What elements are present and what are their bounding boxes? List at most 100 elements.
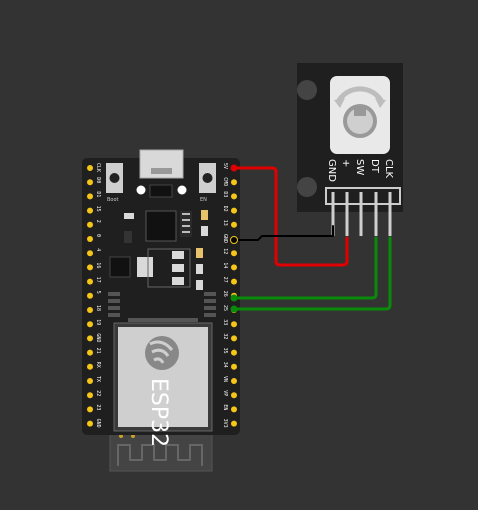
right-pin-pad[interactable] bbox=[231, 349, 237, 356]
right-pin-pad[interactable] bbox=[231, 406, 237, 413]
right-pin-label: 35 bbox=[222, 348, 228, 354]
left-pin-pad[interactable] bbox=[87, 406, 93, 413]
right-pin-pad[interactable] bbox=[231, 420, 237, 427]
smd-part bbox=[182, 225, 190, 227]
left-pin-label: 0 bbox=[95, 234, 101, 237]
right-pin-pad[interactable] bbox=[231, 278, 237, 285]
smd-part bbox=[201, 226, 208, 236]
wire-end-gnd bbox=[230, 236, 238, 244]
en-button[interactable] bbox=[202, 173, 213, 183]
module-castellation bbox=[204, 306, 216, 310]
left-pin-pad[interactable] bbox=[87, 392, 93, 399]
encoder-pin-label: CLK bbox=[383, 159, 394, 179]
right-pin-label: 25 bbox=[222, 305, 228, 311]
shaft-flat bbox=[354, 108, 366, 116]
right-pin-pad[interactable] bbox=[231, 363, 237, 370]
usb-uart-chip bbox=[149, 184, 173, 198]
encoder-pin-label: DT bbox=[369, 159, 380, 174]
right-pin-pad[interactable] bbox=[231, 335, 237, 342]
left-pin-pad[interactable] bbox=[87, 307, 93, 313]
right-pin-pad[interactable] bbox=[231, 392, 237, 399]
right-pin-pad[interactable] bbox=[231, 207, 237, 214]
left-pin-label: D0 bbox=[95, 177, 101, 183]
mounting-hole bbox=[297, 177, 317, 197]
wires bbox=[230, 164, 392, 313]
left-pin-label: 17 bbox=[95, 277, 101, 283]
left-pin-pad[interactable] bbox=[87, 165, 93, 171]
left-pin-label: 22 bbox=[95, 390, 101, 396]
right-pin-pad[interactable] bbox=[231, 321, 237, 328]
encoder-pin-leg[interactable] bbox=[374, 192, 378, 236]
encoder-pin-label: GND bbox=[326, 159, 337, 182]
right-pin-label: 14 bbox=[222, 262, 228, 268]
mounting-hole bbox=[297, 80, 317, 100]
left-pin-pad[interactable] bbox=[87, 193, 93, 200]
left-pin-pad[interactable] bbox=[87, 236, 93, 242]
smd-part bbox=[196, 248, 203, 258]
smd-part bbox=[172, 251, 184, 259]
module-castellation bbox=[108, 292, 120, 296]
left-pin-pad[interactable] bbox=[87, 278, 93, 285]
encoder-pin-leg[interactable] bbox=[331, 192, 335, 236]
right-pin-label: D3 bbox=[222, 191, 228, 197]
smd-part bbox=[196, 264, 203, 274]
left-pin-pad[interactable] bbox=[87, 363, 93, 370]
left-pin-pad[interactable] bbox=[87, 292, 93, 299]
right-pin-pad[interactable] bbox=[231, 221, 237, 228]
left-pin-pad[interactable] bbox=[87, 420, 93, 427]
wire-26-to-dt[interactable] bbox=[232, 236, 378, 300]
left-pin-pad[interactable] bbox=[87, 321, 93, 328]
mounting-hole bbox=[177, 185, 187, 195]
encoder-pin-leg[interactable] bbox=[345, 192, 349, 236]
usb-bridge-chip bbox=[145, 210, 177, 242]
right-pin-pad[interactable] bbox=[231, 193, 237, 200]
component-outline bbox=[147, 248, 191, 288]
wire-end-5v bbox=[230, 164, 238, 172]
right-pin-label: 26 bbox=[222, 291, 228, 297]
left-pin-label: 16 bbox=[95, 262, 101, 268]
left-pin-label: CLK bbox=[95, 163, 101, 172]
left-pin-label: 15 bbox=[95, 206, 101, 212]
wire-end-25 bbox=[230, 305, 238, 313]
chip-label: ESP32 bbox=[146, 378, 171, 447]
left-pin-pad[interactable] bbox=[87, 207, 93, 214]
left-pin-pad[interactable] bbox=[87, 221, 93, 228]
left-pin-label: 21 bbox=[95, 348, 101, 354]
left-pin-label: GND bbox=[95, 333, 101, 342]
left-pin-pad[interactable] bbox=[87, 335, 93, 342]
right-pin-pad[interactable] bbox=[231, 264, 237, 271]
right-pin-pad[interactable] bbox=[231, 179, 237, 186]
wire-gnd-to-gnd[interactable] bbox=[233, 225, 334, 241]
boot-label: Boot bbox=[107, 197, 119, 203]
right-pin-label: CMD bbox=[222, 177, 228, 186]
wire-5v-to-plus[interactable] bbox=[232, 166, 349, 267]
encoder-header bbox=[325, 187, 401, 205]
encoder-pin-leg[interactable] bbox=[359, 192, 363, 236]
mounting-hole bbox=[136, 185, 146, 195]
left-pin-pad[interactable] bbox=[87, 250, 93, 257]
left-pin-label: 18 bbox=[95, 305, 101, 311]
left-pin-label: TX bbox=[95, 376, 101, 382]
encoder-pin-label: + bbox=[340, 159, 351, 167]
right-pin-label: 34 bbox=[222, 362, 228, 368]
module-castellation bbox=[108, 313, 120, 317]
wire-25-to-clk[interactable] bbox=[232, 236, 392, 311]
usb-port bbox=[151, 168, 172, 174]
right-pin-label: 5V bbox=[222, 163, 228, 169]
left-pin-label: 19 bbox=[95, 319, 101, 325]
right-pin-pad[interactable] bbox=[231, 378, 237, 384]
esp32-board[interactable]: Boot EN bbox=[82, 149, 240, 472]
left-pin-pad[interactable] bbox=[87, 349, 93, 356]
left-pin-pad[interactable] bbox=[87, 179, 93, 186]
left-pin-pad[interactable] bbox=[87, 378, 93, 384]
left-pin-label: 5 bbox=[95, 291, 101, 294]
encoder-pin-leg[interactable] bbox=[388, 192, 392, 236]
left-pin-label: 23 bbox=[95, 404, 101, 410]
boot-button[interactable] bbox=[109, 173, 120, 183]
right-pin-label: EN bbox=[222, 404, 228, 410]
right-pin-pad[interactable] bbox=[231, 250, 237, 257]
left-pin-label: RX bbox=[95, 362, 101, 368]
left-pin-pad[interactable] bbox=[87, 264, 93, 271]
